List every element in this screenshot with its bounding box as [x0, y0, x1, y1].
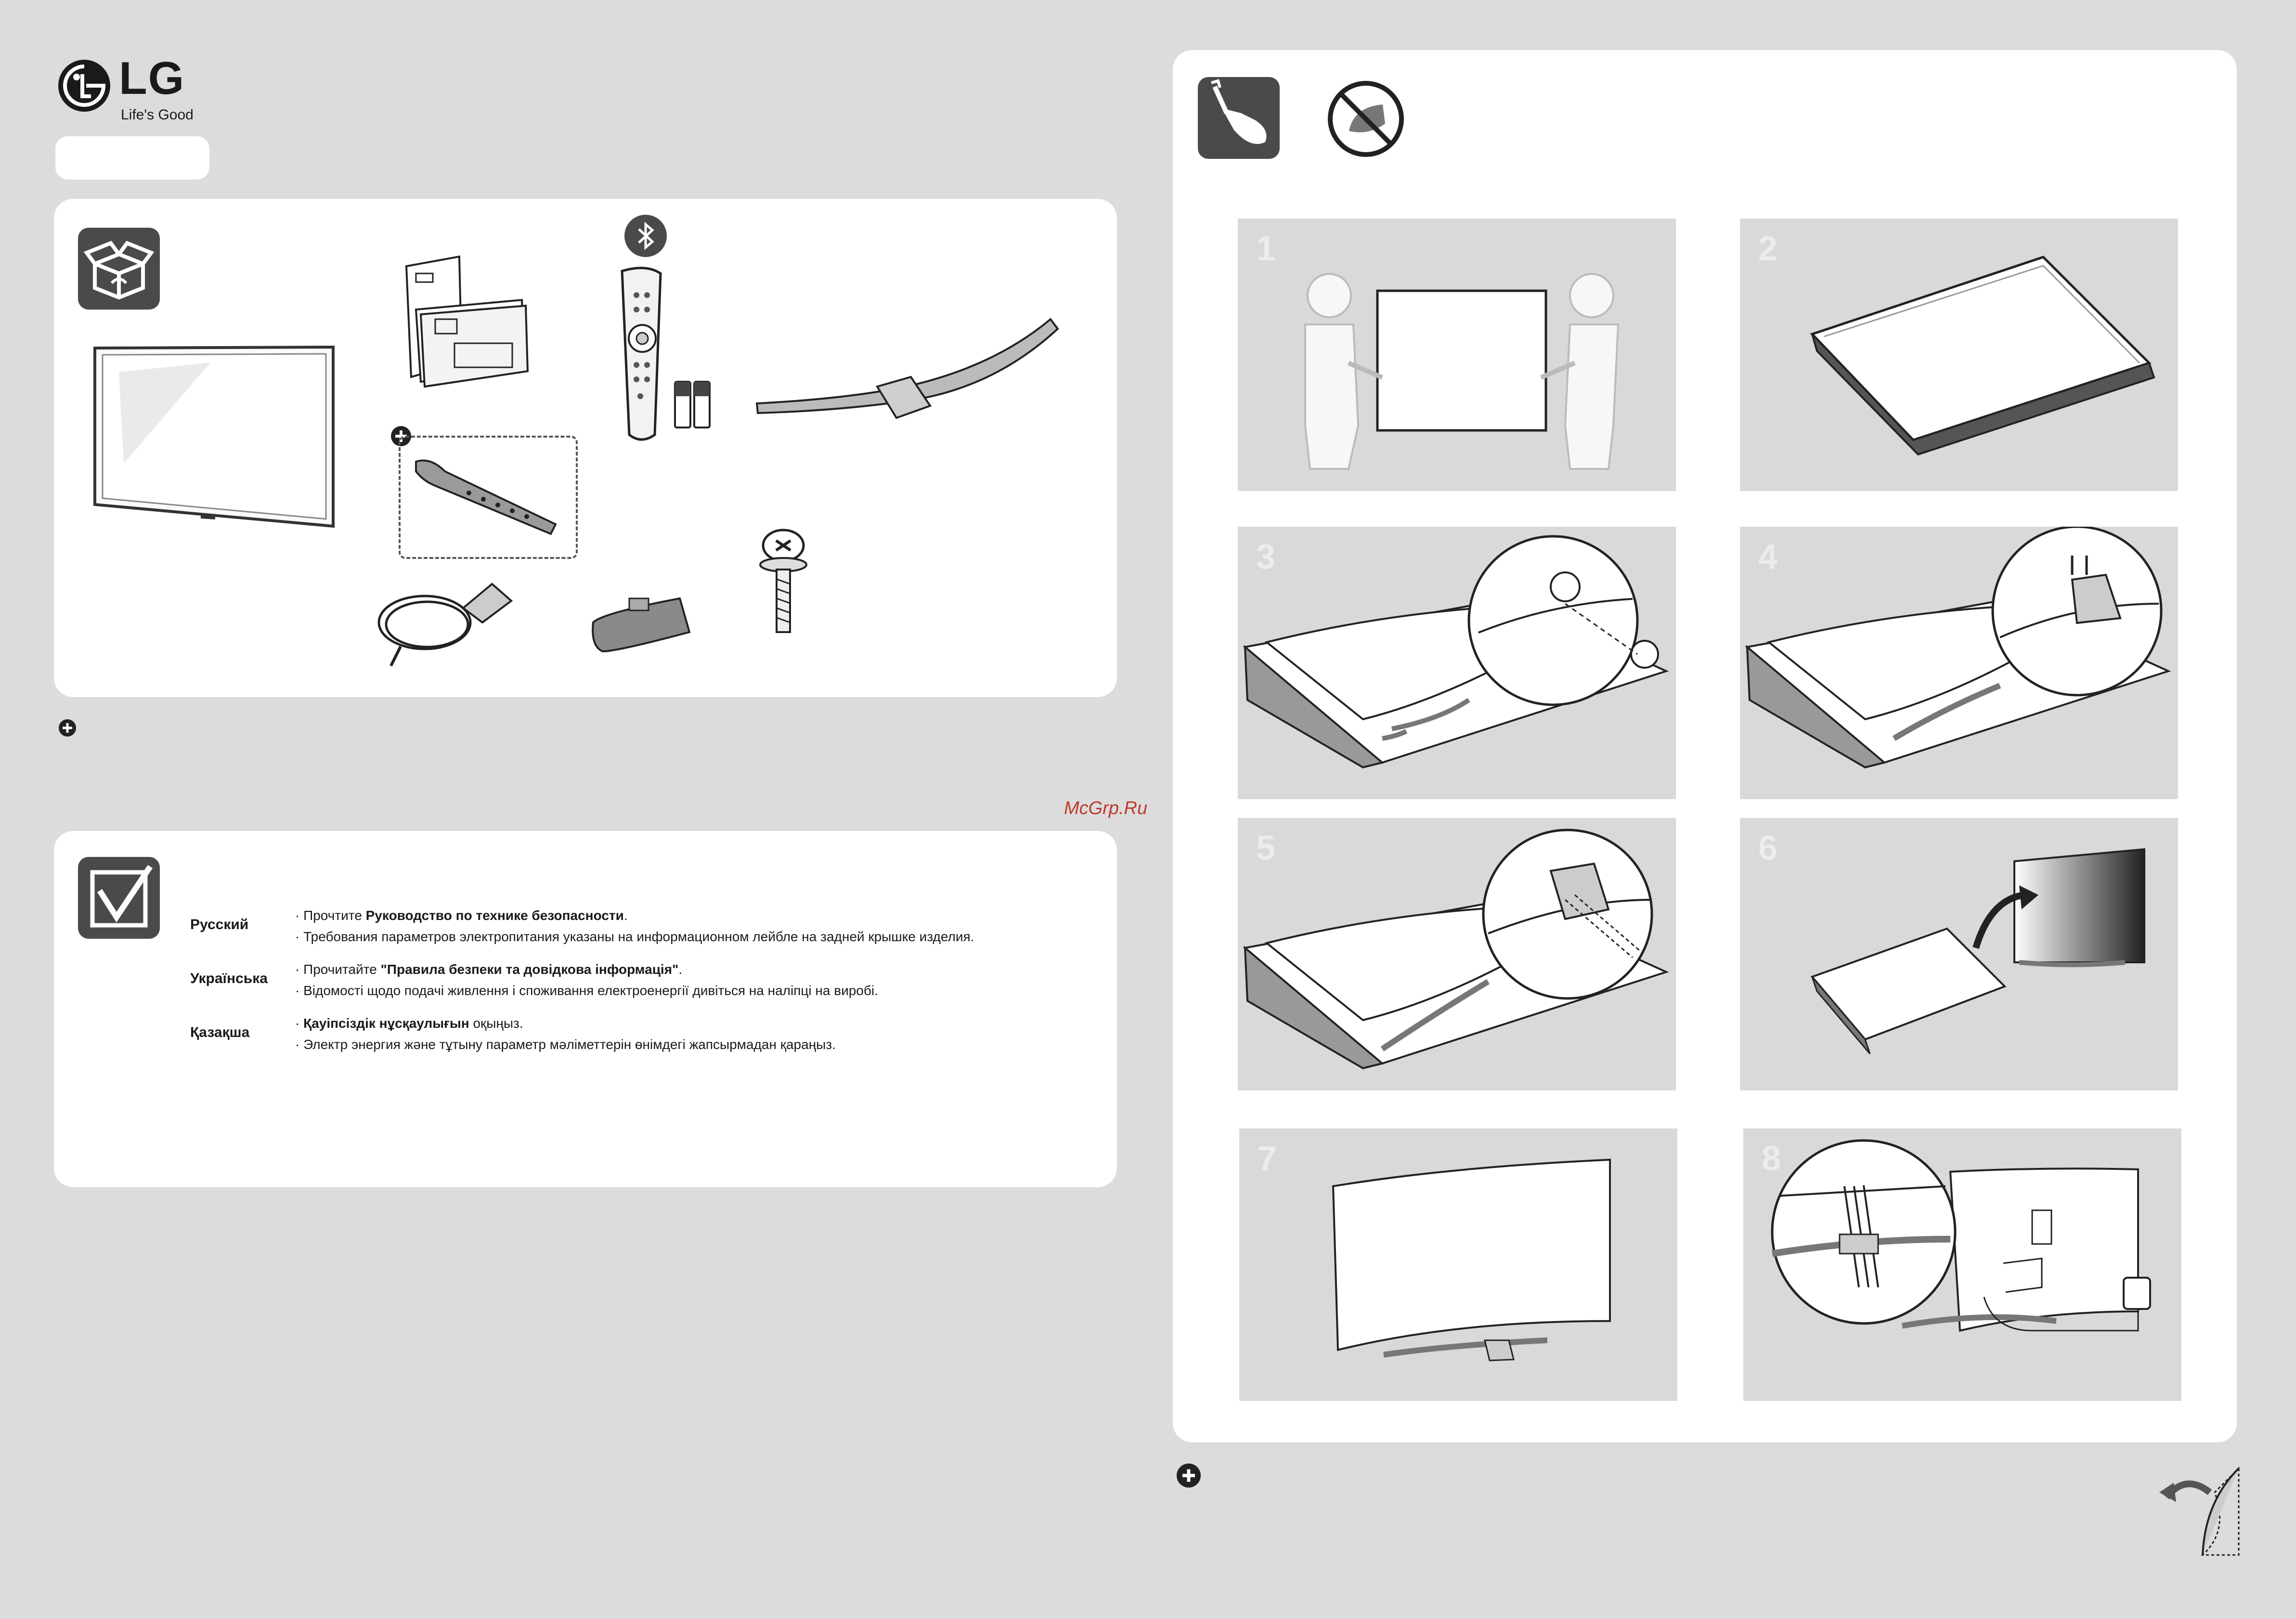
watermark: McGrp.Ru [1064, 798, 1148, 818]
safety-row: Українська · Прочитайте "Правила безпеки… [190, 962, 1105, 1010]
assembly-card: 1 2 3 [1173, 50, 2237, 1442]
step-7-panel: 7 [1239, 1128, 1677, 1401]
cable-management-illustration [1771, 1139, 2151, 1332]
language-label: Українська [190, 971, 268, 986]
safety-line-1: · Қауіпсіздік нұсқаулығын оқыңыз. [295, 1016, 523, 1031]
safety-line-2: · Требования параметров электропитания у… [295, 929, 974, 944]
safety-row: Русский · Прочтите Руководство по техник… [190, 908, 1105, 956]
safety-line-2: · Электр энергия және тұтыну параметр мә… [295, 1037, 836, 1052]
model-label-box [55, 136, 209, 180]
safety-line-2: · Відомості щодо подачі живлення і спожи… [295, 983, 878, 998]
lg-logo-icon [58, 60, 110, 112]
screwdriver-icon [1198, 77, 1280, 159]
power-cable-illustration [377, 583, 513, 667]
check-icon [78, 857, 160, 939]
page-turn-icon [2157, 1464, 2244, 1560]
brand-logo: LG Life's Good [55, 52, 209, 126]
safety-row: Қазақша · Қауіпсіздік нұсқаулығын оқыңыз… [190, 1016, 1105, 1064]
tv-on-box-illustration [1810, 256, 2155, 456]
step-3-panel: 3 [1238, 527, 1676, 799]
plus-icon [59, 719, 76, 737]
raise-tv-illustration [1810, 848, 2145, 1054]
step-number: 2 [1758, 230, 1778, 268]
step-2-panel: 2 [1740, 219, 2178, 491]
step-6-panel: 6 [1740, 818, 2178, 1090]
brand-slogan: Life's Good [121, 107, 194, 123]
cable-cover-illustration [592, 597, 691, 653]
stand-base-illustration [755, 318, 1059, 419]
no-cleaning-icon [1325, 78, 1407, 160]
safety-line-1: · Прочтите Руководство по технике безопа… [295, 908, 628, 923]
safety-card: Русский · Прочтите Руководство по техник… [54, 831, 1117, 1187]
optional-cable-holder-box [399, 436, 578, 559]
screw-stand-illustration [1243, 829, 1669, 1070]
attach-stand-illustration [1243, 535, 1669, 769]
step-4-panel: 4 [1740, 527, 2178, 799]
insert-stand-illustration [1745, 527, 2171, 769]
plus-icon [1177, 1464, 1201, 1488]
language-label: Қазақша [190, 1024, 250, 1040]
bluetooth-icon [624, 215, 667, 257]
two-people-lifting-tv-illustration [1304, 273, 1620, 470]
remote-illustration [621, 267, 711, 441]
language-label: Русский [190, 917, 249, 933]
step-number: 8 [1762, 1140, 1781, 1178]
cable-holder-illustration [415, 459, 557, 535]
screw-illustration [759, 529, 807, 633]
package-contents-card [54, 199, 1117, 697]
step-8-panel: 8 [1743, 1128, 2181, 1401]
step-number: 4 [1758, 538, 1778, 576]
tv-illustration [93, 345, 335, 528]
step-number: 6 [1758, 829, 1778, 868]
tv-standing-illustration [1332, 1158, 1611, 1361]
step-5-panel: 5 [1238, 818, 1676, 1090]
step-number: 3 [1256, 538, 1276, 576]
brand-name: LG [119, 52, 185, 104]
step-number: 5 [1256, 829, 1276, 868]
step-number: 1 [1256, 230, 1276, 268]
step-number: 7 [1258, 1140, 1277, 1178]
safety-line-1: · Прочитайте "Правила безпеки та довідко… [295, 962, 683, 977]
box-icon [78, 228, 160, 310]
step-1-panel: 1 [1238, 219, 1676, 491]
plus-icon [391, 426, 411, 446]
manuals-illustration [405, 255, 529, 388]
